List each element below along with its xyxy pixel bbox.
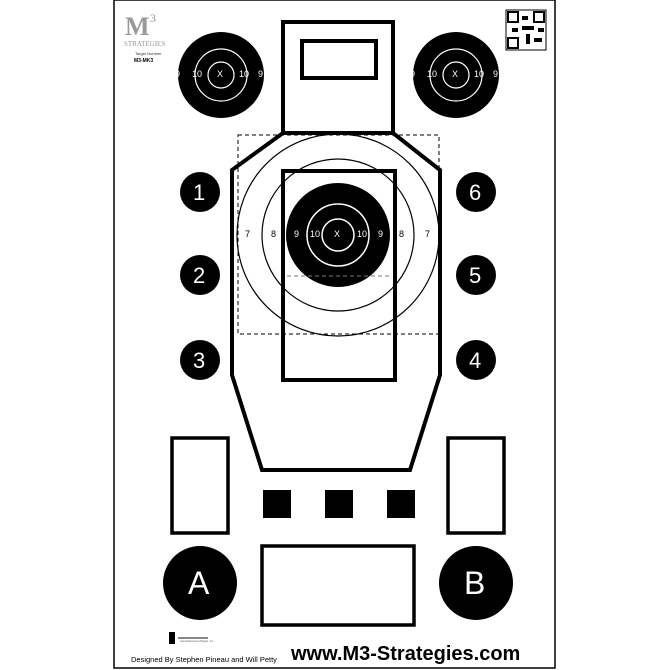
model-number: M3-MK3 <box>134 58 154 64</box>
label-5: 5 <box>469 263 482 288</box>
m3-logo: M 3 STRATEGIES <box>124 11 165 48</box>
svg-text:STRATEGIES: STRATEGIES <box>124 40 165 48</box>
website: www.M3-Strategies.com <box>291 643 521 665</box>
ring-label: 7 <box>425 229 431 239</box>
circle-4 <box>456 340 496 380</box>
circle-a <box>163 546 237 620</box>
corner-target-left <box>178 32 264 118</box>
ring-label: X <box>217 69 224 79</box>
dashed-zone <box>237 134 440 335</box>
label-1: 1 <box>193 180 206 205</box>
ring-label: 9 <box>410 69 416 79</box>
square-3 <box>387 490 415 518</box>
ring-8 <box>261 158 415 312</box>
ring-label: 9 <box>493 69 499 79</box>
left-rect <box>170 436 230 535</box>
label-b: B <box>464 565 486 601</box>
designer-credit: Designed By Stephen Pineau and Will Pett… <box>131 655 277 664</box>
ring-label: 10 <box>310 229 321 239</box>
ring-label: 10 <box>474 69 485 79</box>
bottom-rect <box>260 544 416 627</box>
ring-7 <box>236 133 440 337</box>
square-2 <box>325 490 353 518</box>
ring-label: 10 <box>427 69 438 79</box>
body-outline <box>230 131 442 472</box>
svg-text:M: M <box>125 12 150 41</box>
ring-label: 8 <box>399 229 405 239</box>
center-box <box>281 169 397 382</box>
ring-label: 7 <box>245 229 251 239</box>
partner-logo <box>169 632 208 644</box>
label-6: 6 <box>469 180 482 205</box>
right-rect <box>446 436 506 535</box>
ring-label: 9 <box>258 69 264 79</box>
ring-label: X <box>334 229 341 239</box>
circle-3 <box>180 340 220 380</box>
ring-10 <box>306 203 370 267</box>
label-2: 2 <box>193 263 206 288</box>
ring-label: 10 <box>357 229 368 239</box>
qr-code <box>505 9 547 51</box>
logo-subtitle: Target Number <box>135 51 162 56</box>
label-4: 4 <box>469 348 482 373</box>
circle-2 <box>180 255 220 295</box>
ring-label: 9 <box>378 229 384 239</box>
circle-b <box>439 546 513 620</box>
ring-x <box>321 218 355 252</box>
ring-label: 10 <box>239 69 250 79</box>
svg-text:3: 3 <box>150 11 156 25</box>
ring-label: 8 <box>271 229 277 239</box>
circle-6 <box>456 172 496 212</box>
ring-label: 9 <box>175 69 181 79</box>
head-inner-box <box>300 39 378 80</box>
label-a: A <box>188 565 210 601</box>
corner-target-right <box>413 32 499 118</box>
ring-label: 9 <box>294 229 300 239</box>
partner-name: Law Enforcement Targets, Inc. <box>180 640 214 643</box>
ring-label: 10 <box>192 69 203 79</box>
bullseye-black <box>286 183 390 287</box>
circle-5 <box>456 255 496 295</box>
ring-label: X <box>452 69 459 79</box>
circle-1 <box>180 172 220 212</box>
label-3: 3 <box>193 348 206 373</box>
square-1 <box>263 490 291 518</box>
